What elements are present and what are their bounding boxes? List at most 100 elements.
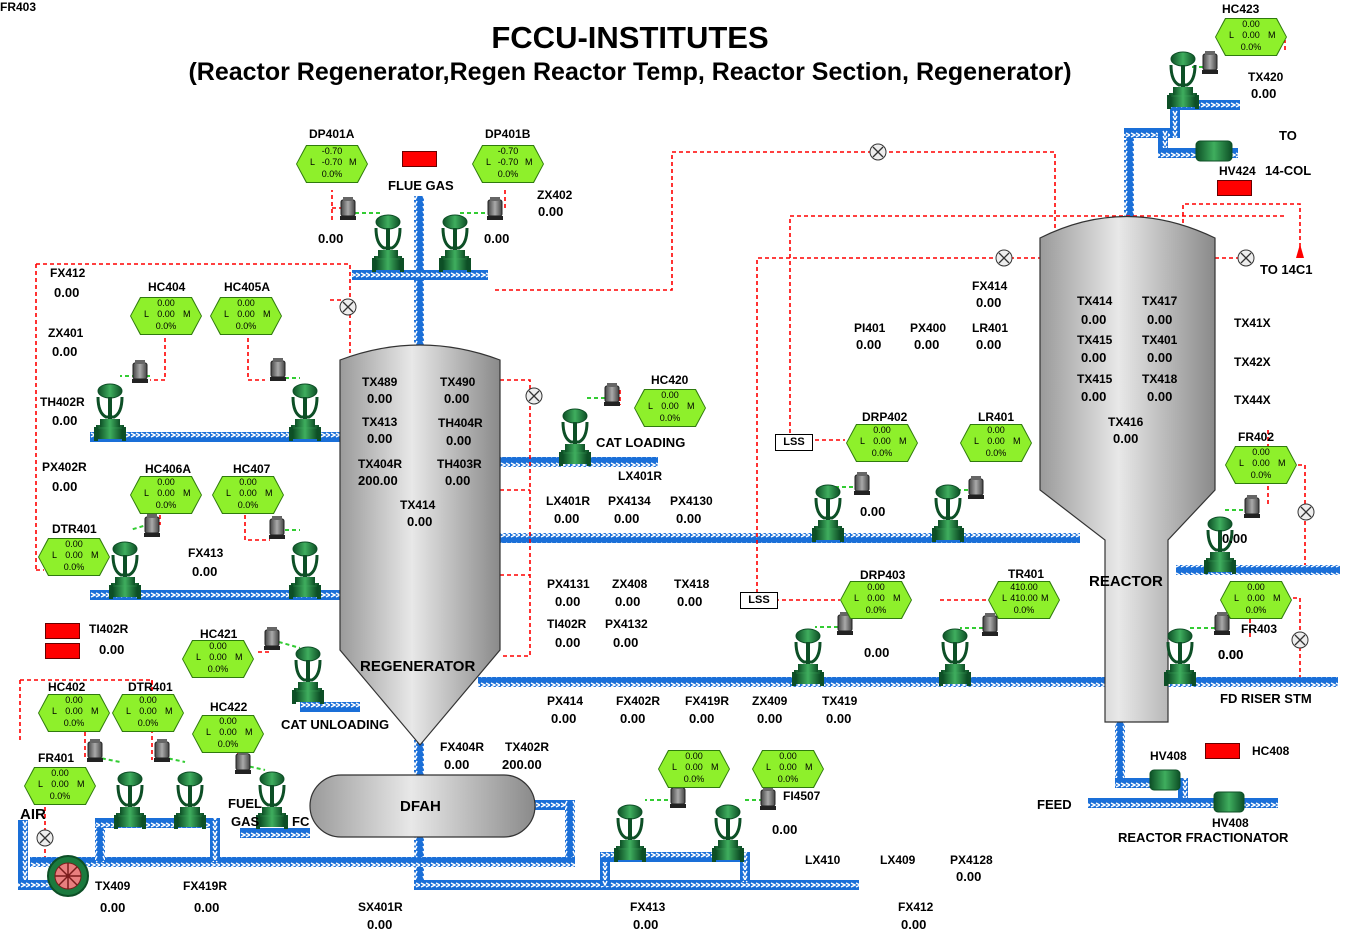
tag-label: TX415	[1077, 333, 1113, 347]
controller-output: 0.0%	[1013, 605, 1035, 615]
tag-value: 0.00	[1218, 647, 1244, 662]
controller-sp: -0.70	[497, 157, 519, 167]
tag-value: 0.00	[367, 431, 393, 446]
tag-value: 0.00	[367, 917, 393, 932]
controller-pv: 0.00	[157, 298, 175, 308]
tag-label: TX414	[400, 498, 436, 512]
tag-label: PX4134	[608, 494, 651, 508]
controller-sp: 0.00	[987, 436, 1005, 446]
tag-value: 0.00	[194, 900, 220, 915]
tag-label: LX410	[805, 853, 841, 867]
alarm-indicator	[45, 623, 80, 639]
tag-label: HV424	[1219, 164, 1256, 178]
valve-position-readout: 0.00	[864, 645, 890, 660]
tag-value: 0.00	[676, 511, 702, 526]
controller-pv: 0.00	[139, 695, 157, 705]
tag-label: TX409	[95, 879, 131, 893]
controller-mode-m: M	[165, 706, 173, 716]
controller-output: 0.0%	[207, 664, 229, 674]
controller-output: 0.0%	[217, 739, 239, 749]
hand-valves	[1149, 140, 1245, 813]
dfah-label: DFAH	[400, 798, 441, 815]
tag-label: TX489	[362, 375, 398, 389]
tag-value: 0.00	[538, 204, 564, 219]
alarm-indicator	[1217, 180, 1252, 196]
tag-value: 0.00	[367, 391, 393, 406]
controller-sp: 0.00	[1247, 593, 1265, 603]
air-label: AIR	[20, 806, 46, 823]
tag-label: TX402R	[505, 740, 550, 754]
controller-tag: FR403	[0, 0, 37, 14]
tag-value: 0.00	[614, 511, 640, 526]
tag-value: 0.00	[1147, 350, 1173, 365]
controller-mode-l: L	[860, 436, 866, 446]
cat-loading-label: CAT LOADING	[596, 435, 686, 450]
controller-sp: 0.00	[779, 762, 797, 772]
tag-label: LX401R	[618, 469, 663, 483]
tag-label: SX401R	[358, 900, 403, 914]
controller-sp: 0.00	[239, 488, 257, 498]
lss-block: LSS	[740, 592, 778, 609]
controller-tag: HC405A	[224, 280, 271, 294]
tag-label: FX402R	[616, 694, 661, 708]
controller-tag: DRP403	[860, 568, 906, 582]
tag-value: 200.00	[358, 473, 398, 488]
reactor-label: REACTOR	[1089, 573, 1163, 590]
controller-pv: 0.00	[157, 477, 175, 487]
controller-mode-l: L	[52, 550, 58, 560]
tag-label: FX412	[898, 900, 934, 914]
tag-label: PX402R	[42, 460, 87, 474]
tag-value: 0.00	[444, 391, 470, 406]
valve-position-readout: 0.00	[1218, 647, 1244, 662]
controller-mode-m: M	[263, 309, 271, 319]
tag-label: HV408	[1150, 749, 1187, 763]
controller-pv: 0.00	[1247, 582, 1265, 592]
controller-tag: HC423	[1222, 2, 1260, 16]
to-label: TO	[1279, 128, 1297, 143]
flow-arrow	[1296, 244, 1304, 258]
controller-tag: TR401	[1008, 567, 1045, 581]
alarm-indicator	[402, 151, 437, 167]
fd-riser-stm-label: FD RISER STM	[1220, 691, 1312, 706]
tag-label: LX409	[880, 853, 916, 867]
controller-mode-m: M	[183, 309, 191, 319]
tag-value: 0.00	[914, 337, 940, 352]
tag-value: 0.00	[772, 822, 798, 837]
cat-unloading-label: CAT UNLOADING	[281, 717, 390, 732]
tag-label: TX414	[1077, 294, 1113, 308]
lss-block: LSS	[775, 434, 813, 451]
controller-output: 0.0%	[49, 791, 71, 801]
tag-label: PX400	[910, 321, 947, 335]
tag-value: 0.00	[856, 337, 882, 352]
controller-pv: -0.70	[497, 146, 519, 156]
controller-mode-m: M	[1013, 436, 1021, 446]
controller-mode-m: M	[265, 488, 273, 498]
controller-output: 0.0%	[871, 448, 893, 458]
controller-mode-m: M	[1268, 30, 1276, 40]
controller-sp: 0.00	[1252, 458, 1270, 468]
tag-label: ZX408	[612, 577, 648, 591]
controller-mode-l: L	[144, 309, 150, 319]
